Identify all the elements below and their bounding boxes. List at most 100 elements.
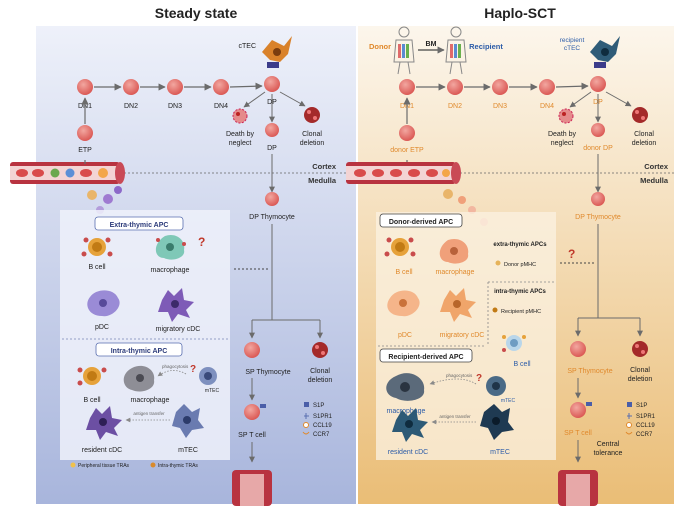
right-dn2-cell — [447, 79, 463, 95]
left-intra-macrophage-label: macrophage — [131, 397, 170, 404]
right-resident-cdc-label: resident cDC — [388, 449, 428, 456]
right-medulla-label: Medulla — [640, 176, 669, 185]
left-antigen-transfer-label: antigen transfer — [133, 411, 165, 416]
right-extra-apcs-label: extra-thymic APCs — [493, 242, 547, 248]
right-dying-cell — [558, 108, 574, 124]
right-pdc-label: pDC — [398, 332, 412, 339]
right-exit-vessel — [558, 470, 598, 506]
right-legend-s1pr1: S1PR1 — [636, 414, 656, 420]
right-dn3-cell — [492, 79, 508, 95]
right-clonal2-cell — [632, 341, 648, 357]
right-antigen-transfer-label: antigen transfer — [439, 414, 471, 419]
recipient-apc-badge — [379, 348, 473, 363]
right-dn4-label: DN4 — [540, 103, 554, 110]
left-apc-box — [60, 210, 230, 460]
left-macrophage-question: ? — [198, 235, 205, 249]
left-phagocytosis-label: phagocytosis — [162, 364, 189, 369]
right-resident-cdc-icon — [392, 408, 428, 442]
right-clonal-deletion-cell — [632, 107, 648, 123]
right-small-mtec-label: mTEC — [501, 398, 516, 404]
left-ctec-label: cTEC — [239, 43, 257, 50]
right-sp-thymocyte-label: SP Thymocyte — [567, 368, 612, 375]
right-dp-cell — [590, 76, 606, 92]
left-dn2-cell — [123, 79, 139, 95]
left-pdc-label: pDC — [95, 324, 109, 331]
left-intra-apc-badge — [95, 342, 183, 357]
left-dp-thymocyte-cell — [265, 192, 279, 206]
left-intra-bcell-icon — [77, 367, 107, 386]
right-legend-ccl19: CCL19 — [636, 423, 655, 429]
left-macrophage-icon — [155, 234, 186, 260]
right-dn3-label: DN3 — [493, 103, 507, 110]
right-migratory-cdc-icon — [440, 288, 476, 322]
left-ctec-receptor — [267, 62, 279, 68]
recipient-pmhc-label: Recipient pMHC — [501, 309, 541, 315]
donor-label: Donor — [369, 42, 391, 51]
right-dn1-cell — [399, 79, 415, 95]
left-ctec-icon — [262, 36, 292, 62]
donor-pmhc-dot — [495, 260, 501, 266]
left-dn4-cell — [213, 79, 229, 95]
right-phagocytosis-label: phagocytosis — [446, 373, 473, 378]
right-dp-question: ? — [568, 247, 575, 261]
left-mtec-label: mTEC — [178, 447, 198, 454]
right-intra-macrophage-label: macrophage — [387, 408, 426, 415]
left-bcell-icon — [81, 237, 113, 257]
right-etp-cell — [399, 125, 415, 141]
left-migratory-cdc-icon — [158, 288, 194, 322]
left-blood-vessel — [10, 162, 125, 184]
left-resident-cdc-icon — [86, 406, 122, 440]
left-extra-apc-badge — [94, 216, 184, 231]
left-dp-thymocyte-label: DP Thymocyte — [249, 214, 295, 221]
left-dn1-cell — [77, 79, 93, 95]
left-dp2-cell — [265, 123, 279, 137]
left-panel-title: Steady state — [155, 5, 238, 21]
left-macrophage-label: macrophage — [151, 267, 190, 274]
right-receptor-legend — [625, 402, 633, 435]
left-sp-tcell-label: SP T cell — [238, 432, 266, 439]
right-migratory-cdc-label: migratory cDC — [440, 332, 485, 339]
left-sp-thymocyte-label: SP Thymocyte — [245, 369, 290, 376]
right-small-mtec-icon — [486, 376, 506, 396]
right-macrophage-icon — [439, 238, 469, 264]
right-panel-title: Haplo-SCT — [484, 5, 556, 21]
right-etp-label: donor ETP — [390, 147, 424, 154]
left-phagocytosis-question: ? — [190, 364, 196, 375]
left-legend-s1pr1: S1PR1 — [313, 414, 333, 420]
left-cortex-label: Cortex — [312, 162, 337, 171]
recipient-bcell-icon — [502, 335, 526, 352]
right-sp-thymocyte-cell — [570, 341, 586, 357]
left-dn4-label: DN4 — [214, 103, 228, 110]
left-sp-tcell-cell — [244, 404, 260, 420]
left-resident-cdc-label: resident cDC — [82, 447, 122, 454]
recipient-pmhc-dot — [492, 307, 498, 313]
right-bcell-label: B cell — [395, 269, 413, 276]
right-sp-tcell-label: SP T cell — [564, 430, 592, 437]
bm-label: BM — [426, 41, 437, 48]
right-mtec-icon — [480, 404, 514, 440]
recipient-ctec-icon — [590, 36, 620, 62]
left-tra-legend — [70, 462, 156, 468]
right-intra-macrophage-icon — [386, 373, 425, 401]
left-clonal-deletion-cell — [304, 107, 320, 123]
left-receptor-legend — [302, 402, 310, 435]
left-dn3-label: DN3 — [168, 103, 182, 110]
right-pdc-icon — [387, 290, 420, 317]
left-intra-apc-title: Intra-thymic APC — [111, 348, 168, 355]
donor-apc-title: Donor-derived APC — [389, 219, 453, 226]
left-tra-intra-label: Intra-thymic TRAs — [158, 463, 198, 469]
donor-apc-badge — [379, 213, 463, 228]
donor-figure-icon — [393, 26, 415, 75]
right-phagocytosis-question: ? — [476, 373, 482, 384]
recipient-bcell-label: B cell — [513, 361, 531, 368]
recipient-apc-title: Recipient-derived APC — [388, 354, 463, 361]
left-exit-vessel — [232, 470, 272, 506]
